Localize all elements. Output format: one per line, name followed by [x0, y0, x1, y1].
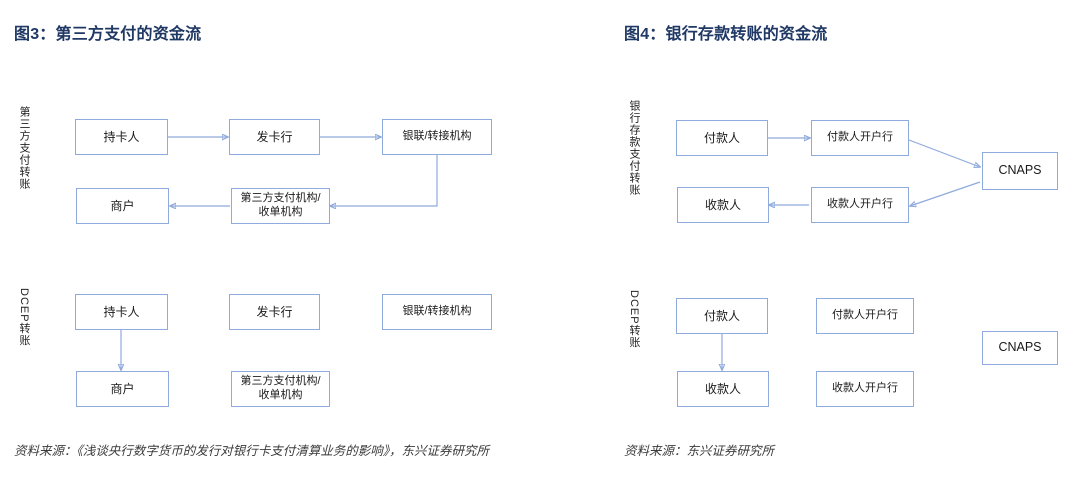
- node-payee-bank[interactable]: 收款人开户行: [811, 187, 909, 223]
- section-label-dcep-transfer-fig4: DCEP转账: [628, 290, 640, 349]
- connector-layer-fig3: [0, 0, 438, 496]
- figure-panel-fig4: 图4：银行存款转账的资金流 银行存款支付转账 付款人 付款人开户行 收款人 收款…: [610, 0, 1080, 496]
- figure-title-fig4: 图4：银行存款转账的资金流: [624, 26, 828, 43]
- figure-title-fig3: 图3：第三方支付的资金流: [14, 26, 202, 43]
- node-dcep-merchant[interactable]: 商户: [76, 371, 169, 407]
- source-note-fig4: 资料来源：东兴证券研究所: [624, 444, 775, 458]
- figure-panel-fig3: 图3：第三方支付的资金流 第三方支付转账 持卡人 发卡行 银联/转接机构 商户: [0, 0, 492, 496]
- node-dcep-issuing-bank[interactable]: 发卡行: [229, 294, 320, 330]
- node-issuing-bank[interactable]: 发卡行: [229, 119, 320, 155]
- node-unionpay[interactable]: 银联/转接机构: [382, 119, 492, 155]
- connector-layer-fig4: [610, 0, 1080, 496]
- node-dcep-third-party-acquirer[interactable]: 第三方支付机构/收单机构: [231, 371, 330, 407]
- edge-cnaps-to-payee-bank: [910, 181, 981, 206]
- node-payee[interactable]: 收款人: [677, 187, 769, 223]
- node-merchant[interactable]: 商户: [76, 188, 169, 224]
- node-third-party-acquirer[interactable]: 第三方支付机构/收单机构: [231, 188, 330, 224]
- node-cardholder[interactable]: 持卡人: [75, 119, 168, 155]
- node-dcep-cnaps[interactable]: CNAPS: [982, 331, 1058, 365]
- node-dcep-payer[interactable]: 付款人: [676, 298, 768, 334]
- node-dcep-payee-bank[interactable]: 收款人开户行: [816, 371, 914, 407]
- node-dcep-unionpay[interactable]: 银联/转接机构: [382, 294, 492, 330]
- node-dcep-payer-bank[interactable]: 付款人开户行: [816, 298, 914, 334]
- section-label-bank-deposit-transfer: 银行存款支付转账: [628, 100, 640, 196]
- node-dcep-payee[interactable]: 收款人: [677, 371, 769, 407]
- node-cnaps[interactable]: CNAPS: [982, 152, 1058, 190]
- node-payer-bank[interactable]: 付款人开户行: [811, 120, 909, 156]
- node-payer[interactable]: 付款人: [676, 120, 768, 156]
- section-label-third-party-transfer: 第三方支付转账: [18, 106, 30, 190]
- node-dcep-cardholder[interactable]: 持卡人: [75, 294, 168, 330]
- source-note-fig3: 资料来源：《浅谈央行数字货币的发行对银行卡支付清算业务的影响》，东兴证券研究所: [14, 444, 490, 458]
- section-label-dcep-transfer: DCEP转账: [18, 288, 30, 347]
- edge-unionpay-to-third-party: [330, 155, 438, 206]
- edge-payer-bank-to-cnaps: [908, 139, 980, 167]
